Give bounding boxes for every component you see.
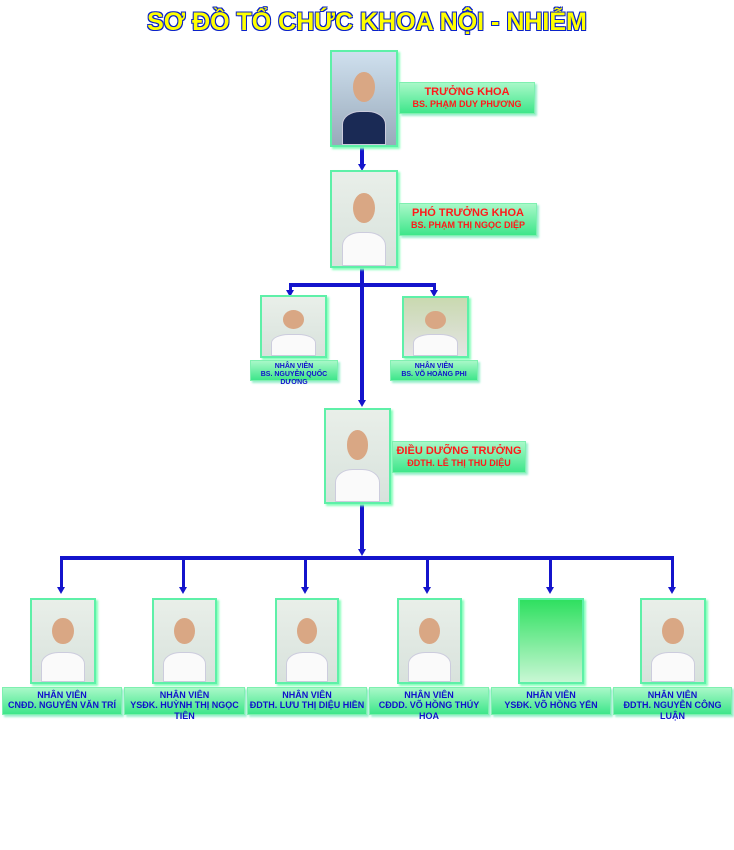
name: BS. VÕ HOÀNG PHI — [401, 371, 467, 379]
doctor-photo — [402, 296, 469, 358]
staff-photo — [30, 598, 96, 684]
role: NHÂN VIÊN — [404, 690, 454, 700]
name: BS. PHẠM DUY PHƯƠNG — [412, 98, 522, 109]
role: PHÓ TRƯỞNG KHOA — [411, 207, 524, 219]
staff-photo — [152, 598, 217, 684]
connector — [433, 283, 436, 291]
deputy-label: PHÓ TRƯỞNG KHOA BS. PHẠM THỊ NGỌC DIỆP — [399, 203, 537, 236]
role: NHÂN VIÊN — [274, 363, 314, 370]
role: ĐIỀU DƯỠNG TRƯỞNG — [396, 445, 522, 457]
connector — [60, 556, 674, 560]
role: NHÂN VIÊN — [526, 690, 576, 700]
chart-title: SƠ ĐỒ TỔ CHỨC KHOA NỘI - NHIỄM — [147, 7, 588, 36]
connector — [304, 556, 307, 588]
arrow-icon — [286, 290, 294, 297]
connector — [360, 268, 364, 400]
arrow-icon — [358, 164, 366, 171]
head-label: TRƯỞNG KHOA BS. PHẠM DUY PHƯƠNG — [399, 82, 535, 114]
arrow-icon — [546, 587, 554, 594]
connector — [549, 556, 552, 588]
name: ĐDTH. NGUYỄN CÔNG LUẬN — [623, 700, 722, 721]
arrow-icon — [57, 587, 65, 594]
arrow-icon — [423, 587, 431, 594]
head-photo — [330, 50, 398, 147]
staff-photo-placeholder — [518, 598, 584, 684]
arrow-icon — [358, 400, 366, 407]
arrow-icon — [668, 587, 676, 594]
role: NHÂN VIÊN — [159, 690, 210, 700]
name: BS. PHẠM THỊ NGỌC DIỆP — [410, 219, 525, 230]
connector — [182, 556, 185, 588]
role: NHÂN VIÊN — [647, 690, 698, 700]
name: YSĐK. VÕ HỒNG YẾN — [504, 700, 598, 711]
head-nurse-label: ĐIỀU DƯỠNG TRƯỞNG ĐDTH. LÊ THỊ THU DIỆU — [392, 441, 526, 473]
role: NHÂN VIÊN — [414, 363, 454, 370]
name: BS. NGUYỄN QUỐC DƯƠNG — [260, 371, 328, 387]
role: TRƯỞNG KHOA — [424, 86, 510, 98]
connector — [60, 556, 63, 588]
connector — [360, 503, 364, 549]
arrow-icon — [179, 587, 187, 594]
name: CNĐD. NGUYỄN VĂN TRÍ — [7, 700, 116, 711]
connector — [671, 556, 674, 588]
arrow-icon — [301, 587, 309, 594]
doctor-label: NHÂN VIÊN BS. VÕ HOÀNG PHI — [390, 360, 478, 381]
role: NHÂN VIÊN — [37, 690, 87, 700]
connector — [289, 283, 436, 287]
name: CĐDD. VÕ HỒNG THÚY HOA — [378, 700, 480, 721]
staff-photo — [397, 598, 462, 684]
deputy-photo — [330, 170, 398, 268]
connector — [289, 283, 292, 291]
arrow-icon — [358, 549, 366, 556]
connector — [426, 556, 429, 588]
name: ĐDTH. LƯU THỊ DIỆU HIỀN — [249, 700, 365, 711]
role: NHÂN VIÊN — [282, 690, 332, 700]
connector — [360, 146, 364, 166]
head-nurse-photo — [324, 408, 391, 504]
name: YSĐK. HUỲNH THỊ NGỌC TIÊN — [130, 700, 239, 721]
name: ĐDTH. LÊ THỊ THU DIỆU — [407, 457, 511, 468]
doctor-label: NHÂN VIÊN BS. NGUYỄN QUỐC DƯƠNG — [250, 360, 338, 386]
staff-photo — [640, 598, 706, 684]
doctor-photo — [260, 295, 327, 358]
arrow-icon — [430, 290, 438, 297]
staff-photo — [275, 598, 339, 684]
